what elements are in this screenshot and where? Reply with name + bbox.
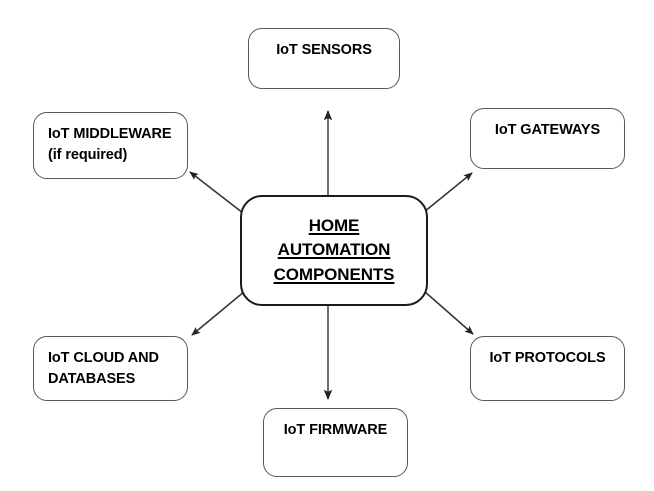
center-line-3: COMPONENTS	[273, 264, 395, 284]
node-iot-cloud-and-databases-label: IoT CLOUD AND DATABASES	[48, 350, 159, 388]
node-iot-gateways-label: IoT GATEWAYS	[494, 122, 601, 138]
node-iot-middleware-label: IoT MIDDLEWARE (if required)	[48, 126, 172, 164]
node-iot-protocols-label: IoT PROTOCOLS	[489, 350, 606, 366]
arrow-center-to-middleware	[189, 171, 244, 214]
node-iot-protocols[interactable]: IoT PROTOCOLS	[470, 336, 625, 401]
arrow-center-to-gateways	[423, 172, 473, 213]
node-iot-firmware-label: IoT FIRMWARE	[283, 422, 388, 438]
arrow-center-to-cloud	[191, 290, 246, 336]
node-iot-gateways[interactable]: IoT GATEWAYS	[470, 108, 625, 169]
node-iot-firmware[interactable]: IoT FIRMWARE	[263, 408, 408, 477]
node-home-automation-components[interactable]: HOME AUTOMATION COMPONENTS	[240, 195, 428, 306]
node-iot-sensors-label: IoT SENSORS	[276, 42, 372, 58]
center-line-1: HOME	[308, 216, 360, 236]
node-iot-middleware[interactable]: IoT MIDDLEWARE (if required)	[33, 112, 188, 179]
node-iot-sensors[interactable]: IoT SENSORS	[248, 28, 400, 89]
node-iot-cloud-and-databases[interactable]: IoT CLOUD AND DATABASES	[33, 336, 188, 401]
arrow-center-to-protocols	[423, 290, 474, 335]
center-line-2: AUTOMATION	[277, 240, 391, 260]
center-node-text: HOME AUTOMATION COMPONENTS	[274, 214, 395, 286]
